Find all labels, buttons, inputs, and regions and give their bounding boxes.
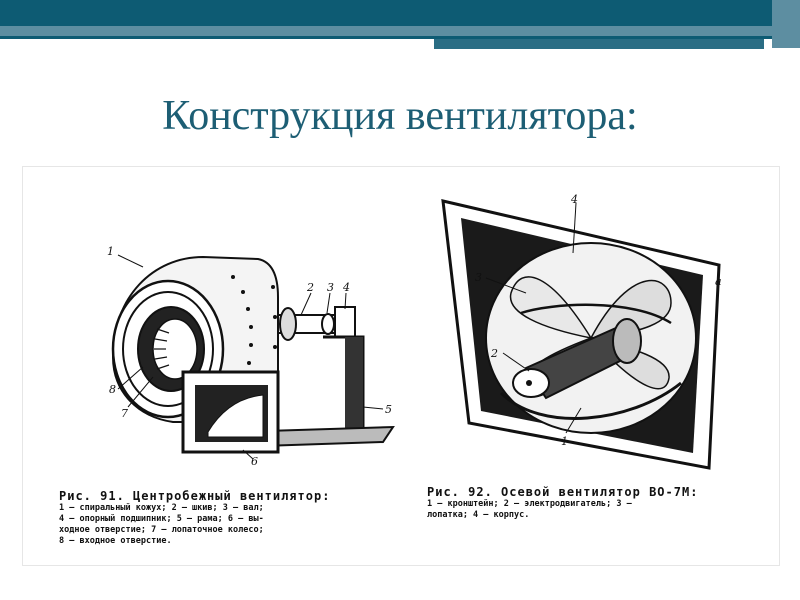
label-a: a	[715, 275, 722, 288]
header-rule	[0, 36, 800, 39]
caption-right-line-2: лопатка; 4 — корпус.	[427, 510, 530, 520]
caption-left: Рис. 91. Центробежный вентилятор: 1 — сп…	[59, 489, 330, 547]
illustration-panel: 1 2 3 4 5 6 7 8 Рис. 91. Центробежный ве…	[22, 166, 780, 566]
header-corner-accent	[772, 0, 800, 48]
header-accent-bar	[434, 39, 764, 49]
label-4: 4	[342, 281, 350, 294]
caption-right-line-1: 1 — кронштейн; 2 — электродвигатель; 3 —	[427, 499, 632, 509]
label-5: 5	[385, 403, 392, 416]
caption-right-title: Рис. 92. Осевой вентилятор ВО-7М:	[427, 485, 699, 499]
label-1: 1	[561, 435, 568, 448]
label-8: 8	[109, 383, 116, 396]
label-3: 3	[475, 271, 482, 284]
label-2: 2	[306, 281, 314, 294]
slide-title: Конструкция вентилятора:	[162, 93, 638, 139]
caption-left-line-2: 4 — опорный подшипник; 5 — рама; 6 — вы-	[59, 514, 264, 524]
caption-left-title: Рис. 91. Центробежный вентилятор:	[59, 489, 331, 503]
axial-fan-drawing: 4 3 2 1 a	[441, 193, 722, 470]
caption-right: Рис. 92. Осевой вентилятор ВО-7М: 1 — кр…	[427, 485, 698, 521]
caption-left-line-1: 1 — спиральный кожух; 2 — шкив; 3 — вал;	[59, 503, 264, 513]
label-6: 6	[251, 455, 258, 467]
label-2: 2	[490, 347, 498, 360]
label-4: 4	[570, 193, 578, 206]
label-3: 3	[327, 281, 334, 294]
header-stripe	[0, 26, 800, 36]
caption-left-line-4: 8 — входное отверстие.	[59, 536, 172, 546]
caption-left-line-3: ходное отверстие; 7 — лопаточное колесо;	[59, 525, 264, 535]
header-bar	[0, 0, 800, 26]
label-7: 7	[121, 407, 128, 420]
label-1: 1	[107, 245, 114, 258]
centrifugal-fan-drawing: 1 2 3 4 5 6 7 8	[107, 245, 395, 467]
